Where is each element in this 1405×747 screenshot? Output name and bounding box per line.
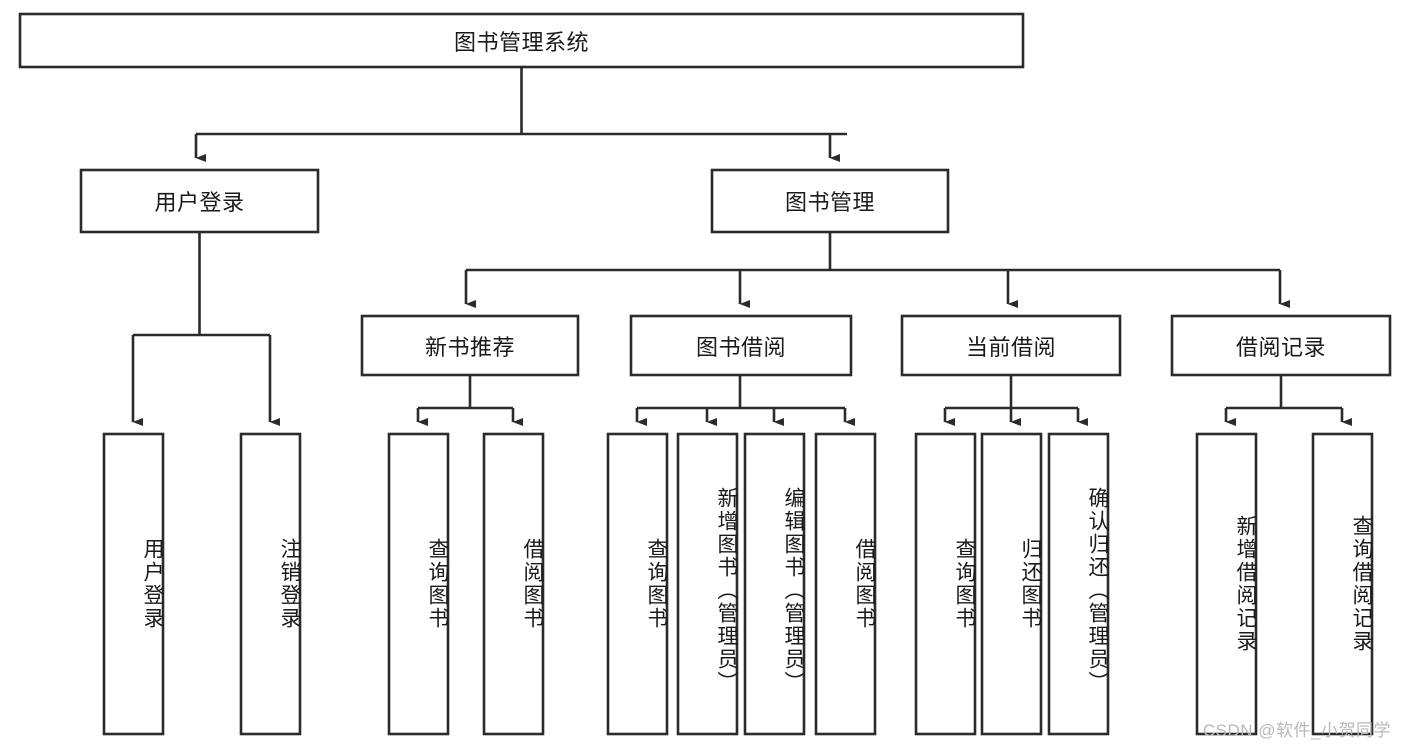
box-leaf-user-login (102, 432, 165, 736)
box-book-borrow (629, 314, 853, 377)
box-leaf-query-book-2 (606, 432, 669, 736)
box-leaf-return-book (980, 432, 1043, 736)
box-leaf-query-book-1 (387, 432, 450, 736)
box-leaf-add-book (676, 432, 739, 736)
box-borrow-record (1170, 314, 1392, 377)
connector-layer (131, 67, 1353, 427)
box-leaf-query-record (1311, 432, 1374, 736)
box-root (18, 12, 1025, 69)
node-box-layer (18, 12, 1392, 736)
box-leaf-edit-book (743, 432, 806, 736)
box-current-borrow (900, 314, 1122, 377)
box-leaf-borrow-book-1 (482, 432, 545, 736)
box-leaf-logout (239, 432, 302, 736)
box-user-login (79, 168, 320, 234)
box-leaf-confirm-return (1047, 432, 1110, 736)
box-book-mgmt (710, 168, 950, 234)
box-leaf-query-book-3 (914, 432, 977, 736)
box-new-book-rec (360, 314, 580, 377)
box-leaf-add-record (1195, 432, 1258, 736)
box-leaf-borrow-book-2 (814, 432, 877, 736)
